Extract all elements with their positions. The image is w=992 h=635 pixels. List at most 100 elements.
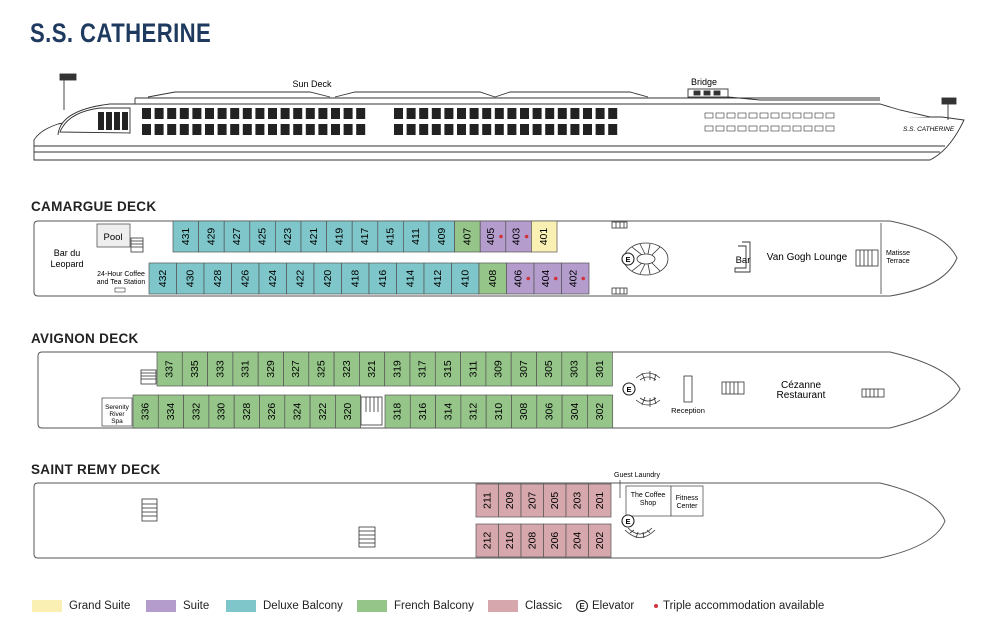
cabin-330[interactable]: 330 bbox=[208, 394, 235, 429]
cabin-419[interactable]: 419 bbox=[326, 220, 353, 253]
reception-label: Reception bbox=[671, 406, 705, 415]
cabin-335[interactable]: 335 bbox=[181, 351, 208, 387]
cabin-number: 303 bbox=[568, 360, 580, 378]
cabin-317[interactable]: 317 bbox=[409, 351, 436, 387]
cabin-206[interactable]: 206 bbox=[543, 523, 567, 558]
cabin-box bbox=[258, 262, 287, 295]
cabin-423[interactable]: 423 bbox=[275, 220, 302, 253]
cabin-421[interactable]: 421 bbox=[300, 220, 327, 253]
cabin-415[interactable]: 415 bbox=[377, 220, 404, 253]
cabin-322[interactable]: 322 bbox=[309, 394, 336, 429]
cabin-302[interactable]: 302 bbox=[587, 394, 614, 429]
cabin-306[interactable]: 306 bbox=[536, 394, 563, 429]
cabin-312[interactable]: 312 bbox=[460, 394, 487, 429]
cabin-401[interactable]: 401 bbox=[531, 220, 558, 253]
cabin-209[interactable]: 209 bbox=[498, 483, 522, 518]
cabin-305[interactable]: 305 bbox=[536, 351, 563, 387]
cabin-425[interactable]: 425 bbox=[249, 220, 276, 253]
profile-window bbox=[532, 124, 542, 135]
cabin-402[interactable]: 402 bbox=[561, 262, 590, 295]
cabin-319[interactable]: 319 bbox=[384, 351, 411, 387]
cabin-326[interactable]: 326 bbox=[259, 394, 286, 429]
triple-accommodation-dot bbox=[524, 234, 529, 239]
cabin-212[interactable]: 212 bbox=[475, 523, 499, 558]
cabin-429[interactable]: 429 bbox=[198, 220, 225, 253]
cabin-422[interactable]: 422 bbox=[286, 262, 315, 295]
cabin-321[interactable]: 321 bbox=[359, 351, 386, 387]
cabin-333[interactable]: 333 bbox=[207, 351, 234, 387]
cabin-418[interactable]: 418 bbox=[341, 262, 370, 295]
legend-item-classic: Classic bbox=[488, 597, 562, 615]
cabin-203[interactable]: 203 bbox=[565, 483, 589, 518]
cabin-403[interactable]: 403 bbox=[505, 220, 532, 253]
cabin-416[interactable]: 416 bbox=[368, 262, 397, 295]
cabin-207[interactable]: 207 bbox=[520, 483, 544, 518]
cabin-324[interactable]: 324 bbox=[284, 394, 311, 429]
cabin-number: 335 bbox=[189, 360, 201, 378]
cabin-337[interactable]: 337 bbox=[156, 351, 183, 387]
cabin-208[interactable]: 208 bbox=[520, 523, 544, 558]
camargue-deck-title: CAMARGUE DECK bbox=[31, 199, 157, 214]
profile-window bbox=[520, 108, 529, 119]
cabin-417[interactable]: 417 bbox=[351, 220, 379, 253]
cabin-420[interactable]: 420 bbox=[313, 262, 342, 295]
cabin-323[interactable]: 323 bbox=[333, 351, 360, 387]
cabin-331[interactable]: 331 bbox=[232, 351, 259, 387]
profile-window bbox=[583, 108, 592, 119]
cabin-310[interactable]: 310 bbox=[485, 394, 512, 429]
cabin-325[interactable]: 325 bbox=[308, 351, 335, 387]
cabin-327[interactable]: 327 bbox=[283, 351, 310, 387]
cabin-328[interactable]: 328 bbox=[233, 394, 260, 429]
cabin-318[interactable]: 318 bbox=[384, 394, 411, 429]
cabin-304[interactable]: 304 bbox=[561, 394, 588, 429]
cabin-311[interactable]: 311 bbox=[460, 351, 487, 387]
cabin-428[interactable]: 428 bbox=[203, 262, 232, 295]
cabin-205[interactable]: 205 bbox=[543, 483, 567, 518]
cabin-408[interactable]: 408 bbox=[478, 262, 507, 295]
cabin-334[interactable]: 334 bbox=[157, 394, 184, 429]
cabin-332[interactable]: 332 bbox=[183, 394, 210, 429]
cabin-211[interactable]: 211 bbox=[475, 483, 499, 518]
cabin-329[interactable]: 329 bbox=[257, 351, 284, 387]
cabin-424[interactable]: 424 bbox=[258, 262, 287, 295]
cabin-314[interactable]: 314 bbox=[435, 394, 462, 429]
cabin-412[interactable]: 412 bbox=[423, 262, 452, 295]
cabin-426[interactable]: 426 bbox=[231, 262, 260, 295]
saint-remy-stairs-aft bbox=[141, 498, 158, 522]
cabin-309[interactable]: 309 bbox=[485, 351, 512, 387]
cabin-number: 305 bbox=[543, 360, 555, 378]
cabin-307[interactable]: 307 bbox=[510, 351, 537, 387]
cabin-number: 331 bbox=[240, 360, 252, 378]
cabin-431[interactable]: 431 bbox=[172, 220, 199, 253]
cabin-308[interactable]: 308 bbox=[511, 394, 538, 429]
cabin-336[interactable]: 336 bbox=[132, 394, 159, 429]
cabin-406[interactable]: 406 bbox=[506, 262, 535, 295]
legend-swatch-grand-suite bbox=[32, 600, 62, 612]
cabin-410[interactable]: 410 bbox=[451, 262, 480, 295]
cabin-201[interactable]: 201 bbox=[588, 483, 612, 518]
cabin-number: 406 bbox=[512, 270, 524, 288]
cabin-210[interactable]: 210 bbox=[498, 523, 522, 558]
cabin-number: 417 bbox=[359, 228, 371, 246]
profile-window bbox=[343, 124, 353, 135]
cabin-320[interactable]: 320 bbox=[335, 394, 362, 429]
cabin-316[interactable]: 316 bbox=[409, 394, 436, 429]
profile-window bbox=[457, 124, 466, 135]
cabin-box bbox=[300, 220, 327, 253]
cabin-427[interactable]: 427 bbox=[223, 220, 251, 253]
cabin-204[interactable]: 204 bbox=[565, 523, 589, 558]
cabin-409[interactable]: 409 bbox=[428, 220, 455, 253]
cabin-405[interactable]: 405 bbox=[479, 220, 507, 253]
cabin-430[interactable]: 430 bbox=[176, 262, 205, 295]
bridge-label: Bridge bbox=[691, 77, 717, 87]
cabin-315[interactable]: 315 bbox=[434, 351, 461, 387]
cabin-404[interactable]: 404 bbox=[533, 262, 562, 295]
cabin-number: 330 bbox=[216, 403, 228, 421]
cabin-407[interactable]: 407 bbox=[454, 220, 481, 253]
cabin-414[interactable]: 414 bbox=[396, 262, 425, 295]
cabin-301[interactable]: 301 bbox=[586, 351, 613, 387]
cabin-303[interactable]: 303 bbox=[561, 351, 588, 387]
cabin-432[interactable]: 432 bbox=[148, 262, 177, 295]
cabin-411[interactable]: 411 bbox=[403, 220, 430, 253]
cabin-202[interactable]: 202 bbox=[588, 523, 612, 558]
